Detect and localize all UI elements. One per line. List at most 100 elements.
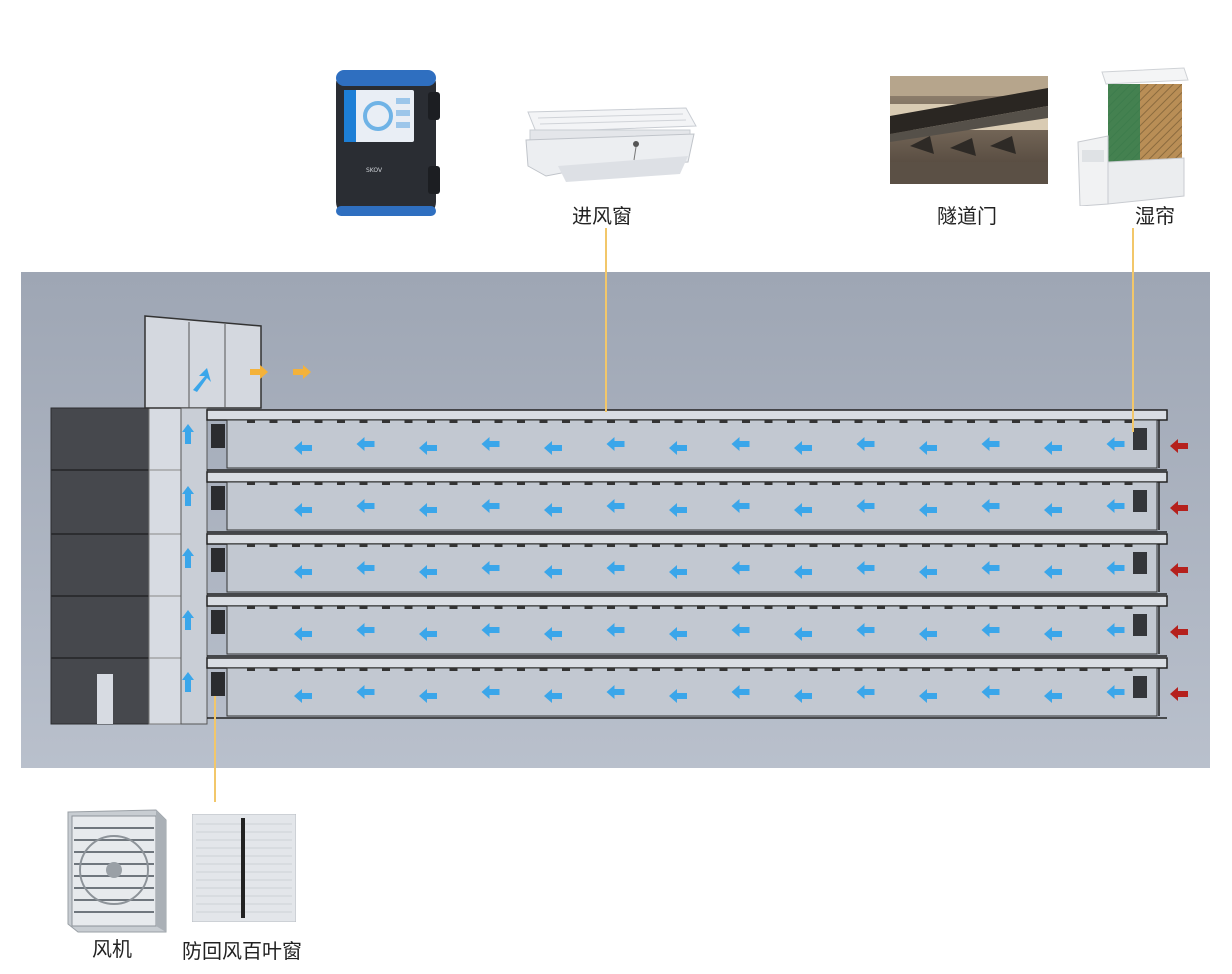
inlet-slot	[944, 482, 953, 485]
inlet-slot	[404, 668, 413, 671]
inlet-slot	[1102, 482, 1110, 485]
inlet-slot	[967, 544, 975, 547]
tier-room	[226, 419, 1158, 469]
inlet-slot	[247, 420, 255, 423]
airflow-arrow	[731, 437, 750, 451]
inlet-slot	[1102, 544, 1110, 547]
inlet-slot	[472, 668, 480, 671]
inlet-slot	[314, 482, 323, 485]
inlet-slot	[697, 420, 705, 423]
airflow-arrow	[419, 441, 437, 455]
inlet-slot	[539, 668, 548, 671]
inlet-slot	[764, 544, 773, 547]
airflow-arrow	[1106, 499, 1125, 513]
inlet-slot	[292, 420, 300, 423]
inlet-slot	[944, 668, 953, 671]
inlet-slot	[742, 420, 750, 423]
inlet-slot	[427, 420, 435, 423]
airflow-arrow	[1044, 441, 1062, 455]
inlet-slot	[337, 482, 345, 485]
airflow-arrow	[856, 437, 875, 451]
inlet-slot	[877, 482, 885, 485]
airflow-arrow	[794, 441, 812, 455]
inlet-slot	[809, 668, 818, 671]
airflow-arrow	[794, 627, 812, 641]
inlet-slot	[719, 668, 728, 671]
inlet-slot	[967, 420, 975, 423]
inlet-slot	[247, 668, 255, 671]
inlet-slot	[269, 482, 278, 485]
inlet-slot	[764, 482, 773, 485]
inlet-slot	[1102, 420, 1110, 423]
inlet-slot	[719, 606, 728, 609]
inlet-slot	[697, 606, 705, 609]
inlet-slot	[337, 544, 345, 547]
inlet-slot	[1034, 482, 1043, 485]
airflow-arrow	[356, 561, 375, 575]
airflow-arrow	[419, 565, 437, 579]
airflow-arrow	[919, 565, 937, 579]
inlet-slot	[809, 606, 818, 609]
inlet-slot	[674, 544, 683, 547]
inlet-slot	[832, 544, 840, 547]
inlet-slot	[517, 482, 525, 485]
inlet-slot	[1057, 606, 1065, 609]
inlet-window-image	[518, 104, 700, 190]
inlet-slot	[854, 482, 863, 485]
house-tier	[206, 533, 1168, 595]
airflow-arrow	[981, 437, 1000, 451]
airflow-arrow	[669, 503, 687, 517]
inlet-slot	[359, 482, 368, 485]
tier-ceiling	[206, 533, 1168, 545]
house-tier	[206, 409, 1168, 471]
inlet-slot	[494, 420, 503, 423]
inlet-slot	[247, 544, 255, 547]
tunnel-door-image	[890, 76, 1048, 184]
inlet-slot	[382, 606, 390, 609]
inlet-slot	[809, 544, 818, 547]
house-cross-section-panel	[21, 272, 1210, 768]
inlet-slot	[607, 420, 615, 423]
inlet-slot	[967, 606, 975, 609]
inlet-slot	[652, 668, 660, 671]
inlet-slot	[629, 668, 638, 671]
inlet-slot	[1079, 420, 1088, 423]
inlet-slot	[449, 482, 458, 485]
exhaust-chimney	[144, 315, 262, 725]
inlet-slot	[652, 482, 660, 485]
inlet-slot	[787, 544, 795, 547]
inlet-slot	[832, 420, 840, 423]
inlet-slot	[359, 544, 368, 547]
airflow-arrow	[606, 499, 625, 513]
inlet-slot	[899, 606, 908, 609]
inlet-slot	[247, 482, 255, 485]
airflow-arrow	[1044, 689, 1062, 703]
airflow-arrow	[606, 685, 625, 699]
inlet-slot	[1012, 544, 1020, 547]
inlet-slot	[787, 606, 795, 609]
tier-fan	[211, 548, 225, 572]
up-arrow	[182, 672, 194, 692]
tier-tunnel-door	[1133, 428, 1147, 450]
tier-ceiling	[206, 409, 1168, 421]
inlet-slot	[832, 668, 840, 671]
inlet-slot	[877, 544, 885, 547]
inlet-slot	[944, 606, 953, 609]
airflow-arrow	[919, 441, 937, 455]
up-arrow	[182, 424, 194, 444]
inlet-slot	[1124, 420, 1133, 423]
inlet-slot	[1102, 606, 1110, 609]
airflow-arrow	[794, 689, 812, 703]
inlet-slot	[674, 606, 683, 609]
airflow-arrow	[731, 499, 750, 513]
inlet-slot	[1012, 420, 1020, 423]
airflow-arrow	[794, 503, 812, 517]
up-arrow	[182, 610, 194, 630]
house-tier	[206, 657, 1168, 719]
inlet-slot	[1057, 544, 1065, 547]
airflow-arrow	[419, 689, 437, 703]
airflow-arrow	[294, 441, 312, 455]
inlet-slot	[944, 544, 953, 547]
inlet-slot	[539, 606, 548, 609]
airflow-arrow	[794, 565, 812, 579]
